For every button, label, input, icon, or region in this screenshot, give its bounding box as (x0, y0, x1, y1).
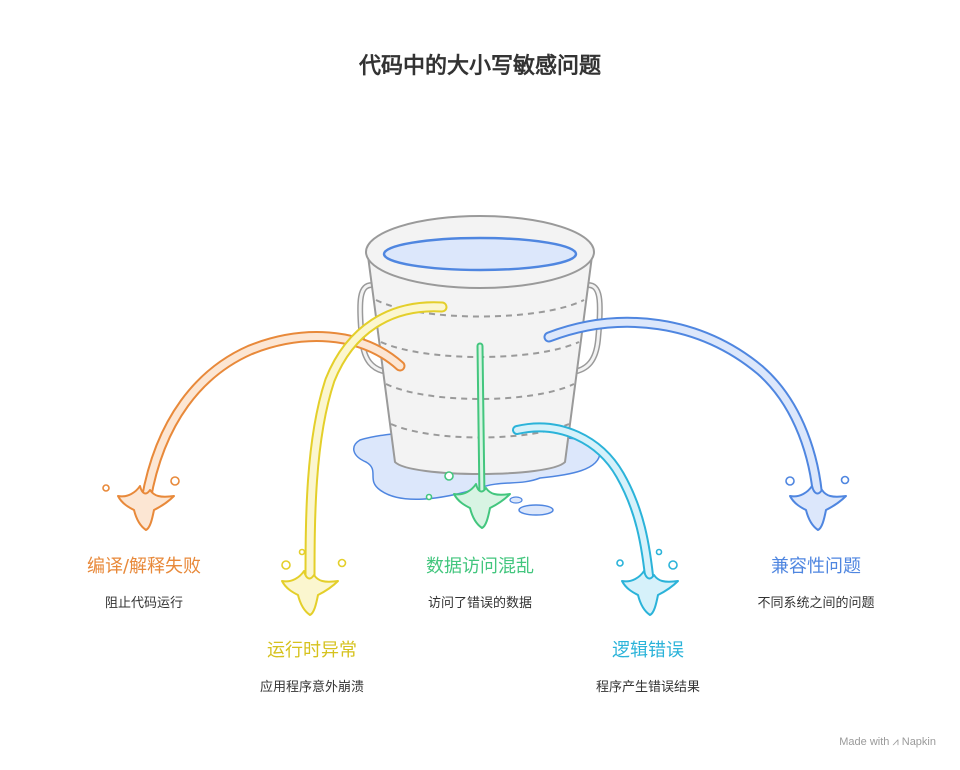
bubble-orange (170, 476, 180, 486)
splash-cyan (621, 570, 679, 616)
bubble-green (425, 493, 433, 501)
label-compile-failure: 编译/解释失败 (86, 556, 202, 577)
stream-blue (543, 316, 824, 506)
bubble-cyan (616, 559, 624, 567)
napkin-logo-icon: ⩘ (892, 736, 899, 748)
bubble-cyan (655, 548, 663, 556)
label-runtime-exception: 运行时异常 (267, 640, 357, 661)
stream-cyan-fill (514, 424, 653, 588)
splash-green (453, 483, 511, 529)
bubble-blue (785, 476, 795, 486)
bubble-yellow (298, 548, 306, 556)
bubble-green (444, 471, 454, 481)
bubble-orange (102, 484, 110, 492)
desc-data-access-confusion: 访问了错误的数据 (427, 596, 532, 611)
splash-orange (117, 485, 175, 531)
stream-blue-fill (545, 318, 822, 504)
splash-yellow (281, 570, 339, 616)
bubble-yellow (337, 558, 347, 568)
stream-orange (140, 331, 406, 506)
stream-yellow-fill (306, 303, 446, 589)
label-compatibility-issue: 兼容性问题 (771, 556, 861, 577)
desc-runtime-exception: 应用程序意外崩溃 (259, 680, 364, 695)
splash-blue (789, 485, 847, 531)
stream-orange-fill (142, 333, 404, 504)
label-logic-error: 逻辑错误 (612, 640, 684, 661)
brand-made-with: Made with (839, 736, 890, 748)
stream-green-fill (478, 344, 484, 500)
page-title: 代码中的大小写敏感问题 (358, 54, 601, 79)
label-data-access-confusion: 数据访问混乱 (426, 556, 534, 577)
water-drop (509, 496, 523, 504)
bubble-cyan (668, 560, 678, 570)
brand-name: Napkin (901, 736, 936, 748)
bubble-blue (840, 475, 850, 485)
desc-compile-failure: 阻止代码运行 (104, 596, 183, 611)
napkin-brand[interactable]: Made with ⩘ Napkin (839, 736, 936, 749)
desc-compatibility-issue: 不同系统之间的问题 (757, 596, 875, 611)
water-drop (518, 504, 554, 516)
bubble-yellow (281, 560, 291, 570)
bucket-water (382, 236, 578, 272)
desc-logic-error: 程序产生错误结果 (595, 680, 700, 695)
